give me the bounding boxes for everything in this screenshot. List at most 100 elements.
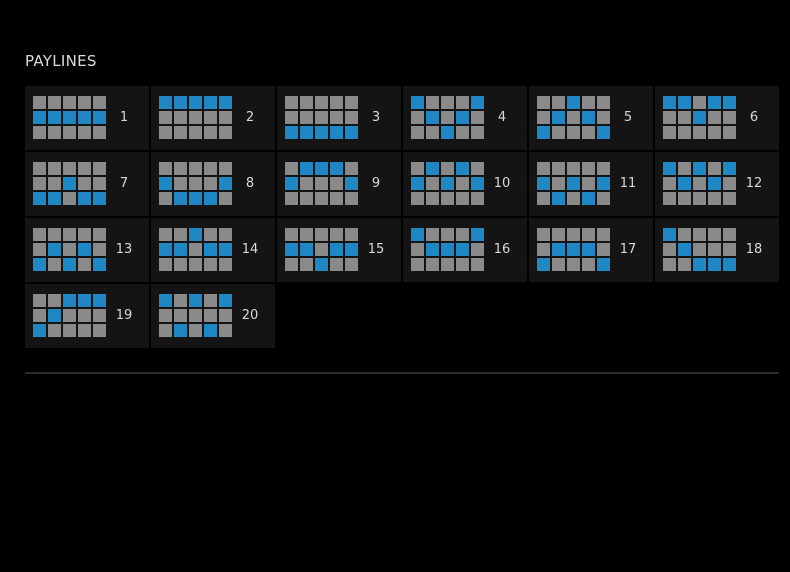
payline-inactive-square [567, 192, 580, 205]
payline-inactive-square [300, 111, 313, 124]
payline-inactive-square [315, 111, 328, 124]
payline-inactive-square [189, 177, 202, 190]
payline-active-square [471, 96, 484, 109]
payline-active-square [93, 192, 106, 205]
payline-active-square [48, 192, 61, 205]
payline-active-square [663, 162, 676, 175]
payline-inactive-square [330, 228, 343, 241]
payline-active-square [78, 111, 91, 124]
payline-inactive-square [93, 228, 106, 241]
payline-active-square [708, 96, 721, 109]
payline-inactive-square [411, 243, 424, 256]
payline-inactive-square [678, 228, 691, 241]
payline-active-square [693, 258, 706, 271]
payline-active-square [285, 126, 298, 139]
payline-inactive-square [582, 258, 595, 271]
payline-inactive-square [48, 162, 61, 175]
payline-number: 19 [115, 308, 133, 323]
payline-active-square [33, 324, 46, 337]
payline-inactive-square [552, 228, 565, 241]
payline-inactive-square [693, 192, 706, 205]
payline-inactive-square [663, 111, 676, 124]
payline-number: 15 [367, 242, 385, 257]
payline-inactive-square [330, 177, 343, 190]
payline-active-square [78, 294, 91, 307]
payline-active-square [723, 162, 736, 175]
payline-inactive-square [300, 96, 313, 109]
payline-pattern [663, 96, 736, 139]
payline-number: 6 [749, 110, 759, 125]
payline-active-square [48, 243, 61, 256]
payline-inactive-square [411, 258, 424, 271]
payline-inactive-square [678, 162, 691, 175]
payline-inactive-square [63, 324, 76, 337]
payline-inactive-square [204, 228, 217, 241]
payline-inactive-square [189, 126, 202, 139]
payline-active-square [708, 258, 721, 271]
payline-card: 4 [403, 86, 527, 150]
payline-active-square [537, 177, 550, 190]
payline-active-square [426, 243, 439, 256]
payline-active-square [63, 294, 76, 307]
payline-card: 3 [277, 86, 401, 150]
payline-active-square [411, 228, 424, 241]
payline-inactive-square [315, 243, 328, 256]
payline-pattern [411, 228, 484, 271]
payline-active-square [93, 294, 106, 307]
payline-inactive-square [663, 243, 676, 256]
payline-active-square [300, 126, 313, 139]
payline-active-square [456, 243, 469, 256]
payline-pattern [159, 96, 232, 139]
payline-inactive-square [219, 162, 232, 175]
payline-active-square [456, 111, 469, 124]
payline-active-square [315, 162, 328, 175]
payline-inactive-square [708, 243, 721, 256]
payline-inactive-square [678, 111, 691, 124]
payline-inactive-square [93, 324, 106, 337]
payline-inactive-square [723, 126, 736, 139]
payline-inactive-square [456, 258, 469, 271]
payline-number: 2 [245, 110, 255, 125]
payline-inactive-square [678, 192, 691, 205]
payline-inactive-square [567, 258, 580, 271]
payline-inactive-square [345, 111, 358, 124]
payline-active-square [723, 258, 736, 271]
payline-inactive-square [33, 243, 46, 256]
payline-card: 17 [529, 218, 653, 282]
payline-active-square [537, 258, 550, 271]
payline-active-square [693, 111, 706, 124]
payline-pattern [33, 228, 106, 271]
payline-inactive-square [663, 258, 676, 271]
payline-number: 7 [119, 176, 129, 191]
payline-active-square [663, 96, 676, 109]
payline-number: 3 [371, 110, 381, 125]
payline-active-square [678, 243, 691, 256]
payline-active-square [174, 192, 187, 205]
payline-inactive-square [345, 162, 358, 175]
payline-inactive-square [78, 228, 91, 241]
payline-card: 20 [151, 284, 275, 348]
payline-inactive-square [93, 309, 106, 322]
payline-active-square [345, 177, 358, 190]
payline-inactive-square [723, 111, 736, 124]
payline-inactive-square [567, 162, 580, 175]
payline-inactive-square [330, 111, 343, 124]
payline-inactive-square [78, 258, 91, 271]
payline-inactive-square [345, 96, 358, 109]
payline-inactive-square [441, 111, 454, 124]
payline-active-square [78, 192, 91, 205]
payline-card: 1 [25, 86, 149, 150]
payline-inactive-square [315, 192, 328, 205]
payline-inactive-square [582, 126, 595, 139]
payline-active-square [219, 177, 232, 190]
payline-inactive-square [411, 162, 424, 175]
payline-active-square [582, 192, 595, 205]
payline-active-square [597, 258, 610, 271]
payline-pattern [537, 162, 610, 205]
payline-active-square [582, 243, 595, 256]
payline-active-square [33, 111, 46, 124]
payline-inactive-square [159, 192, 172, 205]
payline-inactive-square [204, 258, 217, 271]
